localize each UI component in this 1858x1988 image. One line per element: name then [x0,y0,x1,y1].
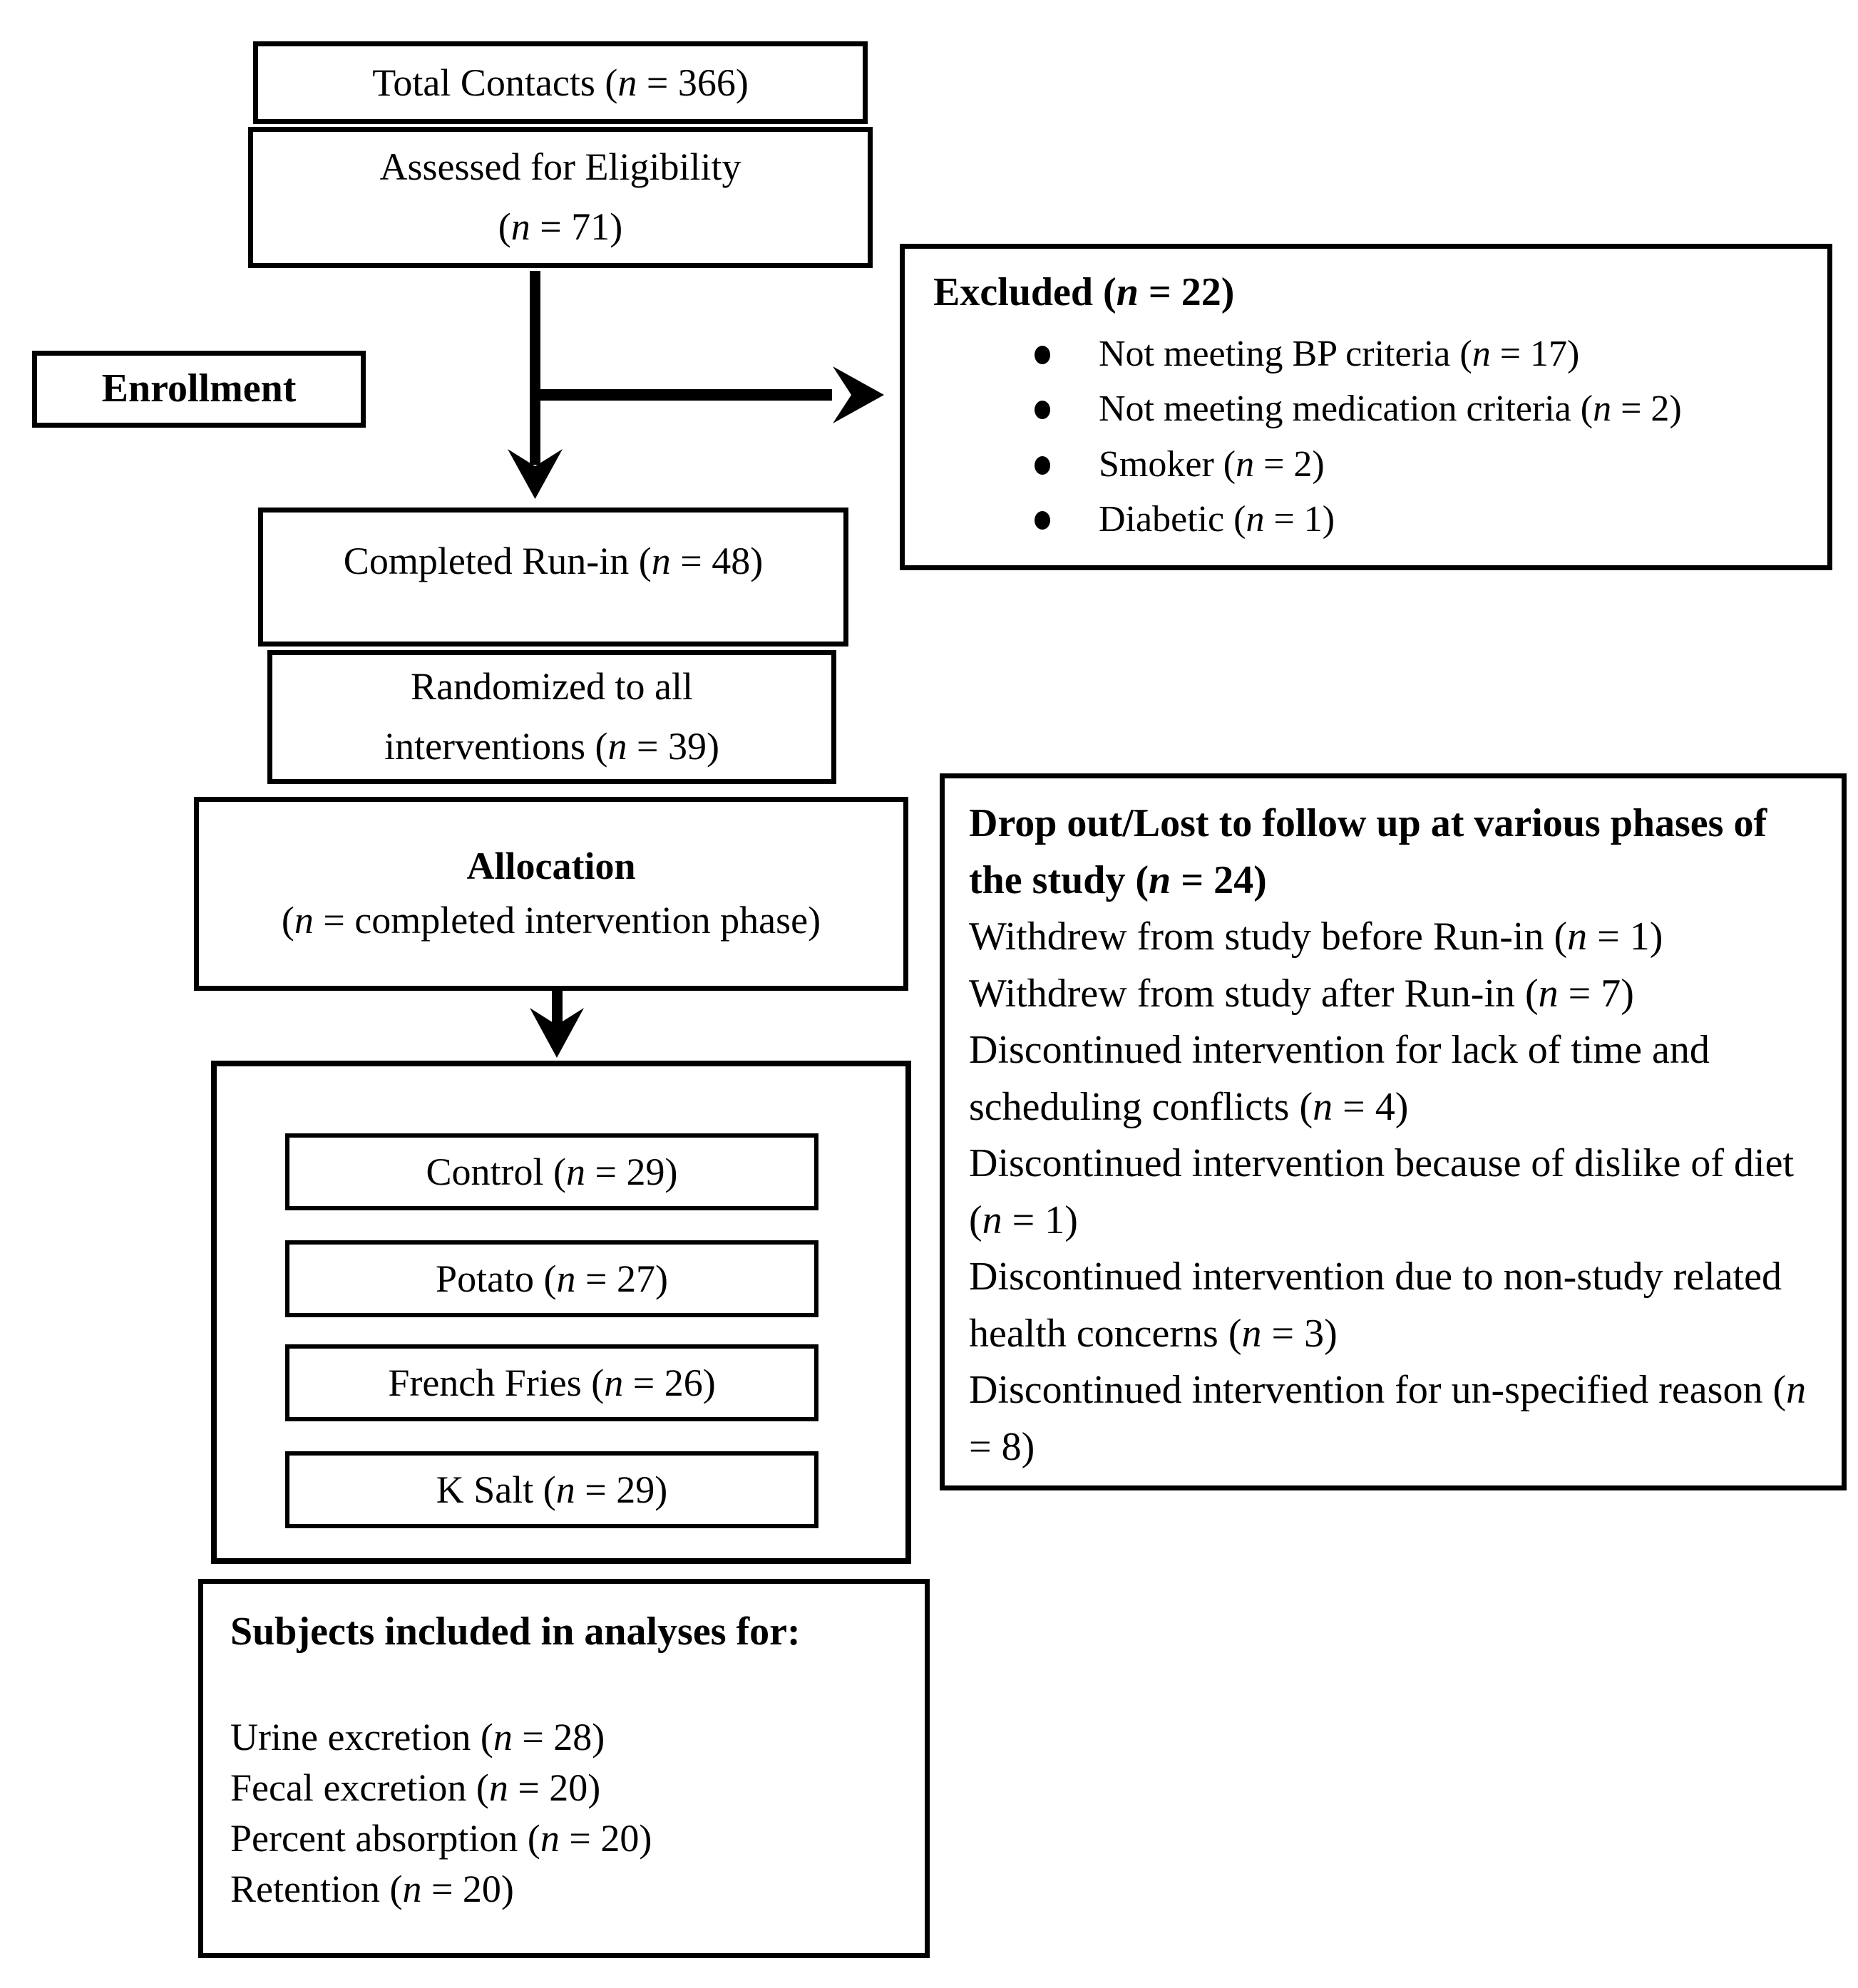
dropout-item: Discontinued intervention due to non-stu… [969,1255,1782,1356]
allocation-title: Allocation [466,845,636,888]
excluded-item: Smoker (n = 2) [926,441,1806,489]
bullet-icon [1035,511,1050,530]
total-contacts-box: Total Contacts (n = 366) [253,41,868,124]
group-box-control: Control (n = 29) [285,1133,818,1210]
allocation-groups-container: Control (n = 29) Potato (n = 27) French … [211,1061,911,1564]
allocation-box: Allocation (n = completed intervention p… [194,797,908,991]
group-box-potato: Potato (n = 27) [285,1240,818,1317]
excluded-item: Not meeting BP criteria (n = 17) [926,330,1806,378]
assessed-eligibility-box: Assessed for Eligibility (n = 71) [248,127,873,268]
allocation-subtitle: (n = completed intervention phase) [281,899,821,942]
enrollment-label-box: Enrollment [32,351,366,428]
bullet-icon [1035,345,1050,364]
group-label: K Salt (n = 29) [436,1468,668,1511]
excluded-item-label: Not meeting medication criteria (n = 2) [1099,388,1682,430]
group-label: Potato (n = 27) [436,1257,668,1300]
excluded-item-label: Diabetic (n = 1) [1099,499,1335,540]
excluded-item: Not meeting medication criteria (n = 2) [926,385,1806,433]
subjects-item: Fecal excretion (n = 20) [230,1766,601,1809]
excluded-item: Diabetic (n = 1) [926,495,1806,544]
assessed-line2: (n = 71) [498,205,623,248]
total-contacts-label: Total Contacts (n = 366) [372,61,749,104]
excluded-title: Excluded (n = 22) [933,270,1235,314]
group-box-french-fries: French Fries (n = 26) [285,1344,818,1421]
subjects-title: Subjects included in analyses for: [230,1610,801,1654]
subjects-analyses-box: Subjects included in analyses for: Urine… [198,1579,930,1958]
dropout-item: Discontinued intervention for lack of ti… [969,1028,1710,1129]
bullet-icon [1035,455,1050,475]
dropout-box: Drop out/Lost to follow up at various ph… [940,773,1847,1490]
arrow-allocation-to-groups [530,991,584,1058]
completed-runin-label: Completed Run-in (n = 48) [343,540,764,582]
dropout-item: Withdrew from study before Run-in (n = 1… [969,915,1663,959]
randomized-line2: interventions (n = 39) [384,725,719,768]
arrow-assessed-to-runin [508,271,563,499]
dropout-item: Discontinued intervention for un-specifi… [969,1368,1807,1469]
dropout-item: Discontinued intervention because of dis… [969,1141,1795,1242]
enrollment-label: Enrollment [101,366,297,411]
excluded-box: Excluded (n = 22) Not meeting BP criteri… [900,244,1832,570]
randomized-line1: Randomized to all [411,665,693,709]
dropout-title: Drop out/Lost to follow up at various ph… [969,801,1767,902]
bullet-icon [1035,401,1050,420]
subjects-item: Retention (n = 20) [230,1868,514,1911]
excluded-item-label: Smoker (n = 2) [1099,443,1325,485]
group-label: Control (n = 29) [426,1150,678,1193]
group-box-k-salt: K Salt (n = 29) [285,1451,818,1528]
group-label: French Fries (n = 26) [388,1361,716,1404]
dropout-item: Withdrew from study after Run-in (n = 7) [969,971,1634,1016]
excluded-item-label: Not meeting BP criteria (n = 17) [1099,333,1580,374]
assessed-line1: Assessed for Eligibility [379,145,741,189]
completed-runin-box: Completed Run-in (n = 48) [258,508,848,647]
randomized-box: Randomized to all interventions (n = 39) [267,650,836,784]
subjects-item: Urine excretion (n = 28) [230,1715,605,1758]
subjects-item: Percent absorption (n = 20) [230,1817,652,1860]
arrow-to-excluded [530,366,884,423]
